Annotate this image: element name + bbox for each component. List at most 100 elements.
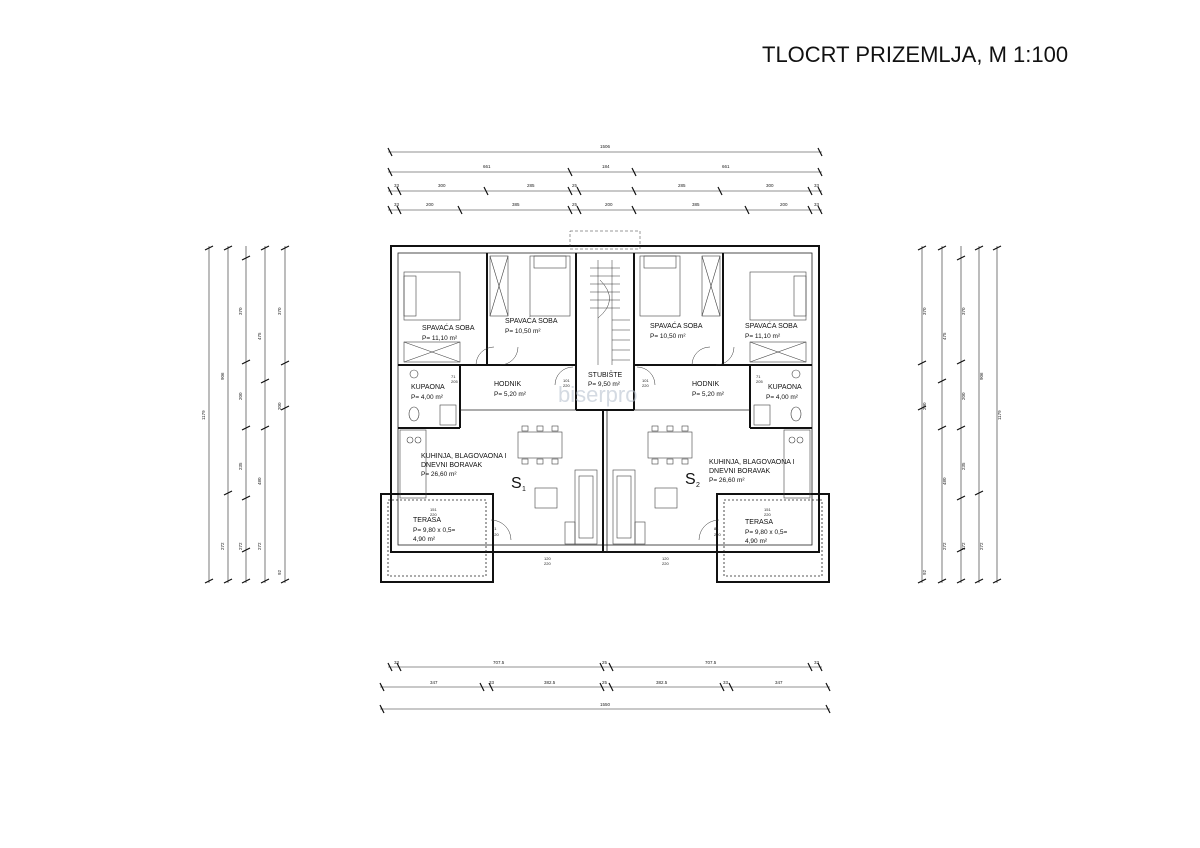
watermark-text: biserpro bbox=[558, 382, 637, 407]
dim-bot-r2-3: 25 bbox=[602, 680, 608, 685]
unit-0-label: S bbox=[511, 475, 522, 492]
room-2-name: SPAVAĆA SOBA bbox=[650, 321, 703, 330]
dim-top-r4-3: 25 bbox=[572, 202, 578, 207]
dim-bot-r1-0: 33 bbox=[394, 660, 400, 665]
bottom-dimensions: 33 707.5 25 707.5 33 347 33 382.5 25 382… bbox=[379, 660, 831, 714]
living-0-area: P= 26,60 m² bbox=[421, 471, 457, 478]
dim-right-row-0: 475 bbox=[942, 332, 947, 340]
door-label: 220 bbox=[430, 512, 437, 517]
dim-bot-r1-1: 707.5 bbox=[493, 660, 505, 665]
dim-bot-r1-4: 33 bbox=[814, 660, 820, 665]
dim-left-fine-5: 235 bbox=[238, 462, 243, 470]
terrace-1-calc: P= 9,80 x 0,5= bbox=[745, 529, 787, 536]
dim-left-side-row-1: 200 bbox=[277, 402, 282, 410]
door-label: 205 bbox=[451, 379, 458, 384]
dim-top-r4-7: 33 bbox=[814, 202, 820, 207]
room-labels: SPAVAĆA SOBA P= 11,10 m² SPAVAĆA SOBA P=… bbox=[411, 316, 802, 545]
dim-right-mid-1: 272 bbox=[979, 542, 984, 550]
dim-right-row-2: 480 bbox=[942, 477, 947, 485]
terrace-0-calc: P= 9,80 x 0,5= bbox=[413, 527, 455, 534]
terrace-0-name: TERASA bbox=[413, 517, 441, 524]
dim-right-fine-4: 200 bbox=[961, 392, 966, 400]
dim-top-r4-5: 385 bbox=[692, 202, 700, 207]
dim-top-total: 1506 bbox=[600, 144, 611, 149]
dim-bot-r2-1: 33 bbox=[489, 680, 495, 685]
door-label: 205 bbox=[756, 379, 763, 384]
dim-top-r2-0: 661 bbox=[483, 164, 491, 169]
living-1-line2: DNEVNI BORAVAK bbox=[709, 468, 771, 475]
dim-top-r3-1: 300 bbox=[438, 183, 446, 188]
dim-bot-r2-6: 347 bbox=[775, 680, 783, 685]
room-2-area: P= 10,50 m² bbox=[650, 333, 686, 340]
dim-left-side-fine-1: 370 bbox=[277, 307, 282, 315]
door-label: 120 bbox=[544, 556, 551, 561]
dim-right-side-fine-1: 370 bbox=[922, 307, 927, 315]
door-swings bbox=[475, 346, 735, 541]
dim-bot-r1-2: 25 bbox=[602, 660, 608, 665]
room-5-name: HODNIK bbox=[494, 381, 522, 388]
dim-top-r2-2: 661 bbox=[722, 164, 730, 169]
dim-top-r3-3: 25 bbox=[572, 183, 578, 188]
door-label: 220 bbox=[544, 561, 551, 566]
living-0-line1: KUHINJA, BLAGOVAONA I bbox=[421, 453, 507, 460]
dim-top-r2-1: 184 bbox=[602, 164, 610, 169]
dim-top-r3-0: 33 bbox=[394, 183, 400, 188]
staircase bbox=[590, 260, 630, 365]
unit-0-sub: 1 bbox=[522, 486, 526, 493]
dim-left-row-0: 475 bbox=[257, 332, 262, 340]
room-7-area: P= 5,20 m² bbox=[692, 391, 725, 398]
dim-left-row-3: 272 bbox=[257, 542, 262, 550]
room-8-name: KUPAONA bbox=[768, 384, 802, 391]
dim-left-fine-4: 200 bbox=[238, 392, 243, 400]
door-label: 220 bbox=[764, 512, 771, 517]
door-label: 101 bbox=[563, 378, 570, 383]
door-label: 101 bbox=[642, 378, 649, 383]
door-label: 220 bbox=[492, 532, 499, 537]
room-6-area: P= 9,50 m² bbox=[588, 381, 621, 388]
dim-top-r4-0: 33 bbox=[394, 202, 400, 207]
room-3-name: SPAVAĆA SOBA bbox=[745, 321, 798, 330]
terrace-1-name: TERASA bbox=[745, 519, 773, 526]
dim-top-r3-2: 285 bbox=[527, 183, 535, 188]
dim-left-mid-1: 272 bbox=[220, 542, 225, 550]
door-label: 71 bbox=[451, 374, 456, 379]
room-8-area: P= 4,00 m² bbox=[766, 394, 799, 401]
dim-bot-r2-2: 382.5 bbox=[544, 680, 556, 685]
room-1-area: P= 10,50 m² bbox=[505, 328, 541, 335]
room-7-name: HODNIK bbox=[692, 381, 720, 388]
living-0-line2: DNEVNI BORAVAK bbox=[421, 462, 483, 469]
furniture bbox=[399, 255, 811, 545]
door-size-labels: 101 220 101 220 71 205 71 205 81 220 81 … bbox=[430, 374, 771, 566]
dim-right-total: 1179 bbox=[997, 410, 1002, 420]
room-0-area: P= 11,10 m² bbox=[422, 335, 458, 342]
door-label: 220 bbox=[563, 383, 570, 388]
room-5-area: P= 5,20 m² bbox=[494, 391, 527, 398]
dim-left-total: 1179 bbox=[201, 410, 206, 420]
dim-right-side-row-1: 200 bbox=[922, 402, 927, 410]
right-dimensions: 1179 906 272 370 200 235 272 475 480 272… bbox=[917, 245, 1002, 584]
terrace-0-area: 4,90 m² bbox=[413, 536, 436, 543]
dim-top-r4-1: 200 bbox=[426, 202, 434, 207]
dim-right-fine-7: 272 bbox=[961, 542, 966, 550]
dim-top-r4-6: 200 bbox=[780, 202, 788, 207]
dim-bot-r2-0: 347 bbox=[430, 680, 438, 685]
room-3-area: P= 11,10 m² bbox=[745, 333, 781, 340]
drawing-title: TLOCRT PRIZEMLJA, M 1:100 bbox=[762, 42, 1068, 67]
dim-top-r4-2: 385 bbox=[512, 202, 520, 207]
dim-left-side-row-4: 92 bbox=[277, 569, 282, 575]
dim-bot-r2-5: 33 bbox=[723, 680, 729, 685]
room-4-area: P= 4,00 m² bbox=[411, 394, 444, 401]
dim-right-fine-1: 370 bbox=[961, 307, 966, 315]
living-1-area: P= 26,60 m² bbox=[709, 477, 745, 484]
door-label: 120 bbox=[662, 556, 669, 561]
dim-right-row-3: 272 bbox=[942, 542, 947, 550]
dim-right-fine-5: 235 bbox=[961, 462, 966, 470]
top-dimensions: 1506 661 184 661 33 300 285 25 285 300 3… bbox=[387, 144, 823, 215]
room-6-name: STUBIŠTE bbox=[588, 370, 623, 379]
dim-top-r4-4: 200 bbox=[605, 202, 613, 207]
dim-bot-total: 1550 bbox=[600, 702, 611, 707]
door-label: 71 bbox=[756, 374, 761, 379]
dim-bot-r1-3: 707.5 bbox=[705, 660, 717, 665]
door-label: 220 bbox=[714, 532, 721, 537]
dim-left-row-2: 480 bbox=[257, 477, 262, 485]
